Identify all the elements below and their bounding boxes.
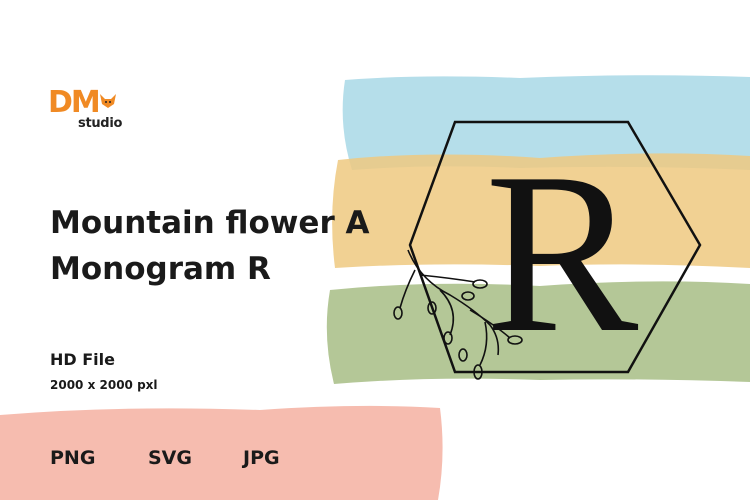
title-line-2: Monogram R — [50, 251, 271, 287]
hexagon-frame-icon — [393, 120, 702, 380]
format-svg: SVG — [148, 447, 192, 469]
coral-stroke-shape — [0, 405, 443, 500]
format-jpg: JPG — [243, 447, 280, 469]
logo-mark: DM — [48, 85, 101, 120]
file-resolution: 2000 x 2000 pxl — [50, 378, 158, 392]
fox-icon — [100, 94, 116, 108]
studio-logo: DM studio — [48, 85, 123, 138]
monogram-letter: R — [485, 125, 639, 380]
format-png: PNG — [50, 447, 96, 469]
title-line-1: Mountain flower A — [50, 205, 370, 241]
yellow-stroke-shape — [332, 153, 750, 268]
logo-studio-text: studio — [78, 116, 123, 131]
leafy-branch-icon — [393, 249, 523, 380]
product-title: Mountain flower A Monogram R — [50, 200, 370, 292]
hd-file-label: HD File — [50, 350, 115, 369]
